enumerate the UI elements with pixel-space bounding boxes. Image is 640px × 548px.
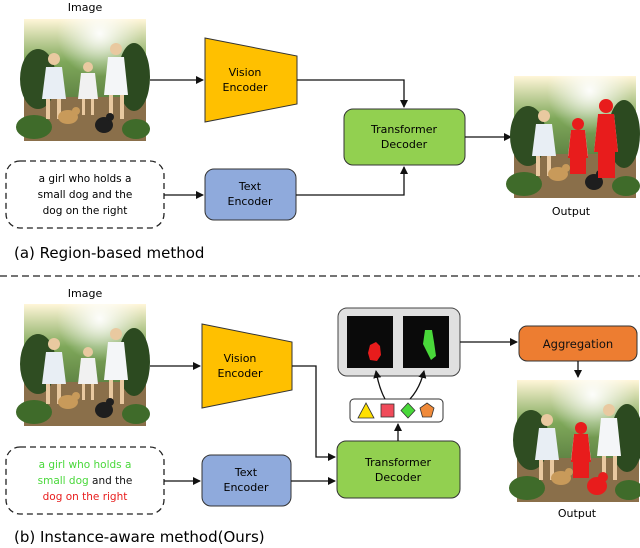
query-part-b-1: a girl who holds a	[39, 459, 132, 471]
diamond-icon	[400, 402, 416, 419]
text-encoder-label-b: Text	[234, 466, 258, 479]
vision-encoder-a	[204, 37, 298, 123]
text-encoder-label-a: Text	[238, 180, 262, 193]
arrow-diamond-to-mask-green	[409, 370, 427, 400]
query-line-a-1: a girl who holds a	[39, 173, 132, 185]
vision-encoder-label-b-2: Encoder	[218, 367, 263, 380]
input-image-b	[16, 304, 150, 426]
arrow-vision-to-decoder-a	[297, 79, 408, 108]
arrow-vision-to-decoder-b	[292, 365, 336, 461]
query-line-b-3: dog on the right	[43, 491, 128, 503]
mask-red	[347, 316, 393, 368]
panel-b: Image Vision Encoder Transformer Decoder…	[5, 287, 640, 546]
text-encoder-label-a-2: Encoder	[228, 195, 273, 208]
image-label-b: Image	[68, 287, 103, 300]
caption-b: (b) Instance-aware method(Ours)	[14, 528, 265, 546]
square-icon	[380, 403, 395, 418]
triangle-icon	[357, 402, 375, 419]
query-part-b-2: small dog	[38, 475, 89, 487]
vision-encoder-label-a: Vision	[229, 66, 262, 79]
arrow-text-to-decoder-a	[296, 166, 408, 196]
output-image-a	[506, 76, 640, 198]
output-image-b	[509, 380, 640, 502]
decoder-label-b: Transformer	[364, 456, 431, 469]
decoder-label-b-2: Decoder	[375, 471, 422, 484]
query-line-b-2: small dog and the	[38, 475, 133, 487]
vision-encoder-label-a-2: Encoder	[223, 81, 268, 94]
output-label-a: Output	[552, 205, 591, 218]
query-line-a-2: small dog and the	[38, 189, 133, 201]
output-label-b: Output	[558, 507, 597, 520]
caption-a: (a) Region-based method	[14, 244, 204, 262]
aggregation-label: Aggregation	[543, 337, 613, 351]
panel-a: Image Vision Encoder Transformer Decoder…	[5, 1, 640, 262]
query-line-a-3: dog on the right	[43, 205, 128, 217]
input-image-a	[16, 19, 150, 141]
image-label-a: Image	[68, 1, 103, 14]
transformer-decoder-b	[336, 440, 461, 499]
pentagon-icon	[419, 402, 435, 418]
vision-encoder-b	[201, 323, 293, 409]
query-line-b-1: a girl who holds a	[39, 459, 132, 471]
query-part-b-4: dog on the right	[43, 491, 128, 503]
decoder-label-a: Transformer	[370, 123, 437, 136]
query-part-b-3: and the	[89, 475, 133, 487]
vision-encoder-label-b: Vision	[224, 352, 257, 365]
text-encoder-label-b-2: Encoder	[224, 481, 269, 494]
decoder-label-a-2: Decoder	[381, 138, 428, 151]
arrow-square-to-mask-red	[373, 370, 386, 400]
transformer-decoder-a	[343, 108, 466, 166]
